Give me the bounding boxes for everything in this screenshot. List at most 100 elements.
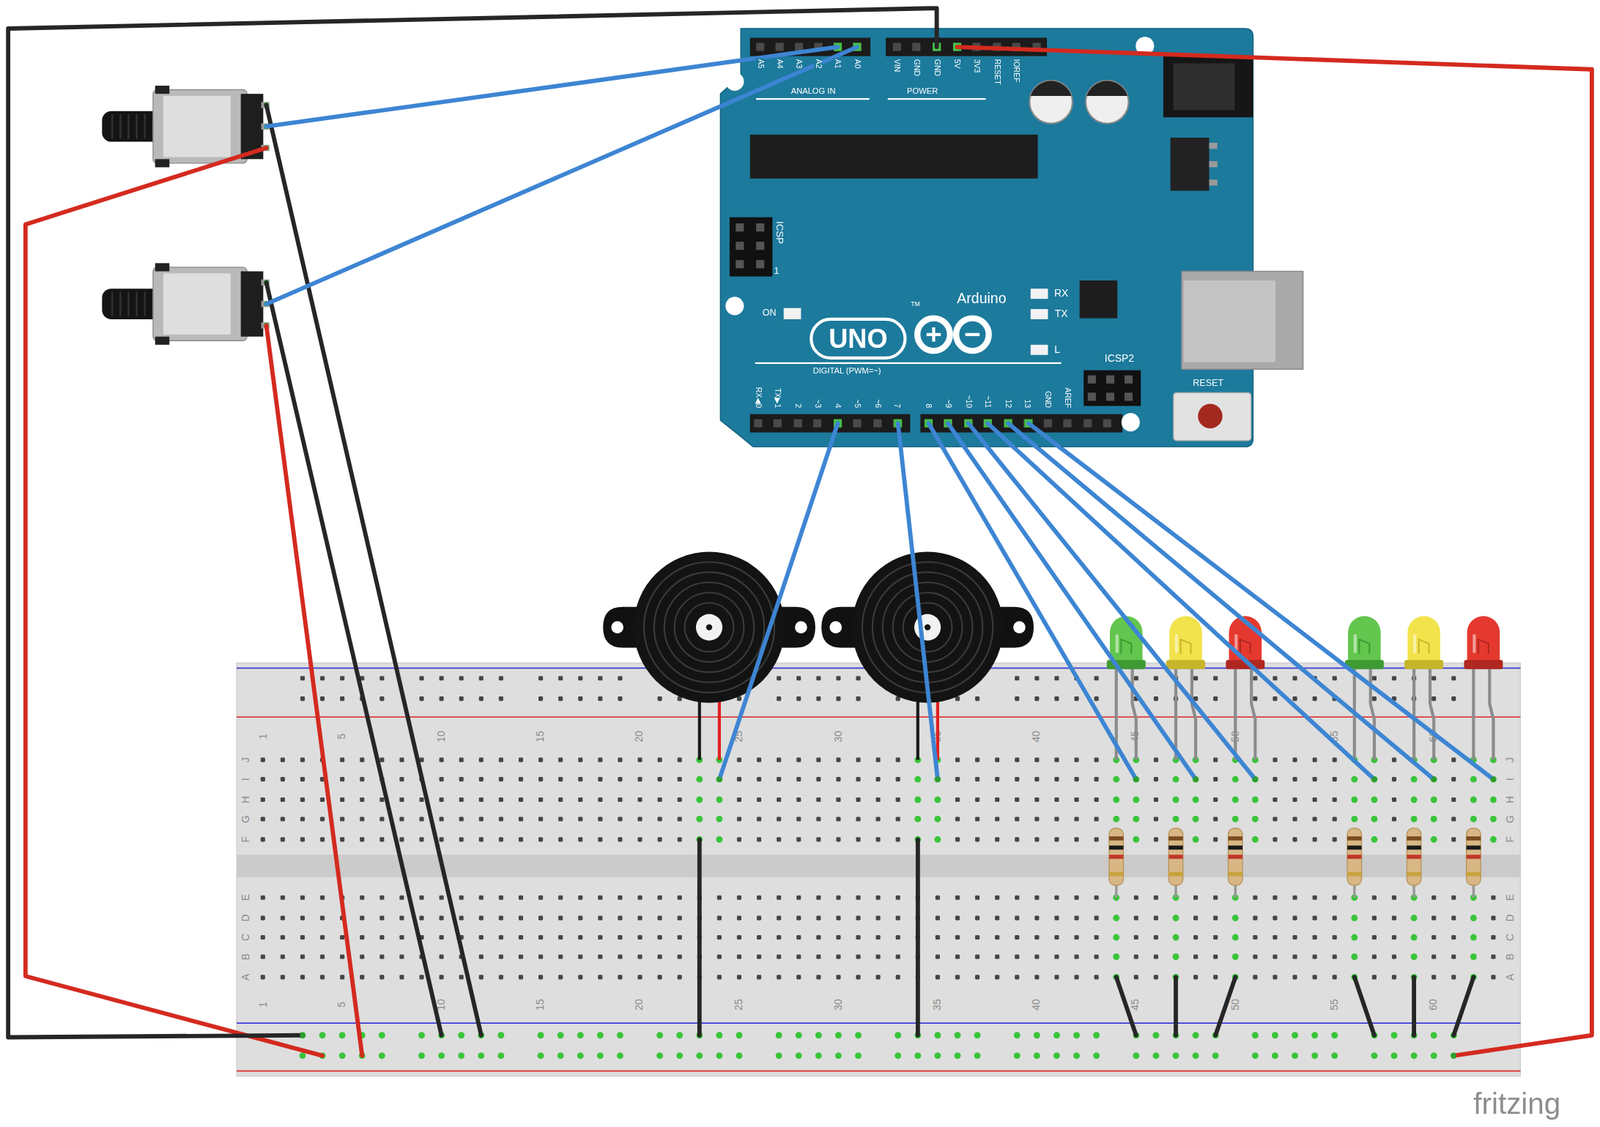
breadboard-hole bbox=[1431, 676, 1436, 681]
breadboard-hole bbox=[895, 837, 901, 842]
board-label: POWER bbox=[906, 87, 940, 96]
breadboard-hole bbox=[1034, 758, 1039, 763]
breadboard-hole bbox=[776, 816, 781, 822]
led-body bbox=[1229, 616, 1263, 666]
breadboard-hole bbox=[1073, 777, 1079, 782]
breadboard-hole bbox=[518, 797, 524, 803]
breadboard-hole bbox=[657, 816, 663, 822]
breadboard-hole bbox=[419, 837, 424, 842]
breadboard-hole bbox=[457, 1032, 465, 1039]
breadboard-hole bbox=[695, 836, 703, 844]
breadboard-hole bbox=[736, 916, 742, 921]
breadboard-hole bbox=[876, 954, 881, 959]
breadboard-hole bbox=[637, 797, 642, 803]
breadboard-hole bbox=[695, 1032, 703, 1039]
reset-button bbox=[1197, 404, 1222, 429]
breadboard-hole bbox=[1431, 954, 1436, 959]
breadboard-hole bbox=[538, 975, 543, 980]
breadboard-hole bbox=[796, 935, 801, 940]
breadboard-hole bbox=[756, 797, 762, 803]
breadboard-hole bbox=[260, 916, 266, 921]
breadboard-hole bbox=[677, 797, 683, 803]
breadboard-hole bbox=[855, 816, 861, 822]
breadboard-hole bbox=[418, 1052, 425, 1060]
breadboard-hole bbox=[1292, 816, 1297, 822]
breadboard-hole bbox=[1451, 777, 1456, 782]
breadboard-hole bbox=[459, 837, 464, 842]
breadboard-hole bbox=[1252, 696, 1258, 702]
breadboard-label: J bbox=[241, 756, 252, 765]
breadboard-hole bbox=[815, 1052, 822, 1060]
header-pin bbox=[1083, 419, 1092, 428]
breadboard-hole bbox=[657, 916, 663, 921]
usb-chip bbox=[1079, 280, 1118, 319]
breadboard-hole bbox=[1272, 758, 1277, 763]
resistor-body bbox=[1466, 828, 1482, 886]
breadboard-hole bbox=[1410, 797, 1418, 804]
breadboard-hole bbox=[260, 797, 266, 803]
breadboard-hole bbox=[260, 954, 266, 959]
breadboard-hole bbox=[498, 758, 504, 763]
breadboard-label: B bbox=[241, 952, 252, 962]
pot-shaft bbox=[143, 291, 146, 316]
breadboard-hole bbox=[657, 777, 663, 782]
breadboard-hole bbox=[1153, 797, 1159, 803]
header-pin bbox=[756, 223, 765, 232]
pot-shaft bbox=[101, 111, 165, 143]
breadboard-hole bbox=[339, 758, 345, 763]
breadboard-hole bbox=[994, 797, 1000, 803]
breadboard-hole bbox=[558, 797, 563, 803]
breadboard-hole bbox=[260, 837, 266, 842]
breadboard-hole bbox=[1332, 916, 1337, 921]
led-anvil bbox=[1478, 639, 1489, 655]
breadboard-hole bbox=[1232, 836, 1239, 844]
breadboard-hole bbox=[1073, 1032, 1080, 1039]
breadboard-hole bbox=[1034, 777, 1039, 782]
breadboard-hole bbox=[320, 816, 325, 822]
breadboard-hole bbox=[438, 1052, 445, 1060]
breadboard-hole bbox=[479, 935, 484, 940]
breadboard-hole bbox=[895, 696, 901, 702]
board-label: RX◀0 bbox=[754, 386, 762, 409]
breadboard-hole bbox=[756, 837, 762, 842]
breadboard-hole bbox=[1292, 676, 1297, 681]
breadboard-hole bbox=[1213, 797, 1218, 803]
regulator bbox=[1170, 137, 1210, 191]
breadboard-hole bbox=[1391, 895, 1397, 901]
breadboard-hole bbox=[439, 895, 444, 901]
breadboard-hole bbox=[339, 954, 345, 959]
breadboard-hole bbox=[955, 758, 960, 763]
breadboard-hole bbox=[339, 916, 345, 921]
breadboard-hole bbox=[1014, 696, 1020, 702]
breadboard-hole bbox=[378, 1052, 386, 1060]
breadboard-hole bbox=[558, 676, 563, 681]
breadboard-hole bbox=[1232, 934, 1239, 942]
pot-shaft bbox=[119, 114, 122, 139]
breadboard-hole bbox=[1410, 1052, 1418, 1060]
breadboard-hole bbox=[637, 935, 642, 940]
breadboard-hole bbox=[418, 1032, 425, 1039]
led-leg bbox=[1233, 663, 1237, 760]
breadboard-hole bbox=[1034, 676, 1039, 681]
breadboard-hole bbox=[816, 777, 821, 782]
breadboard-label: I bbox=[241, 777, 252, 783]
pot-back bbox=[241, 93, 264, 159]
breadboard-hole bbox=[835, 758, 841, 763]
breadboard-hole bbox=[934, 1032, 941, 1039]
breadboard-hole bbox=[894, 1052, 902, 1060]
breadboard-hole bbox=[1292, 975, 1297, 980]
breadboard-hole bbox=[379, 676, 384, 681]
breadboard-hole bbox=[1112, 953, 1120, 961]
breadboard-hole bbox=[736, 975, 742, 980]
breadboard-hole bbox=[1350, 953, 1358, 961]
led-leg bbox=[1412, 663, 1416, 760]
breadboard-label: B bbox=[1504, 952, 1516, 962]
breadboard-hole bbox=[935, 676, 940, 681]
breadboard-hole bbox=[1033, 1032, 1041, 1039]
breadboard-hole bbox=[876, 935, 881, 940]
breadboard-hole bbox=[399, 777, 404, 782]
breadboard-hole bbox=[736, 816, 742, 822]
breadboard-hole bbox=[280, 837, 285, 842]
wire-stub bbox=[898, 423, 902, 447]
breadboard-hole bbox=[1470, 894, 1477, 902]
